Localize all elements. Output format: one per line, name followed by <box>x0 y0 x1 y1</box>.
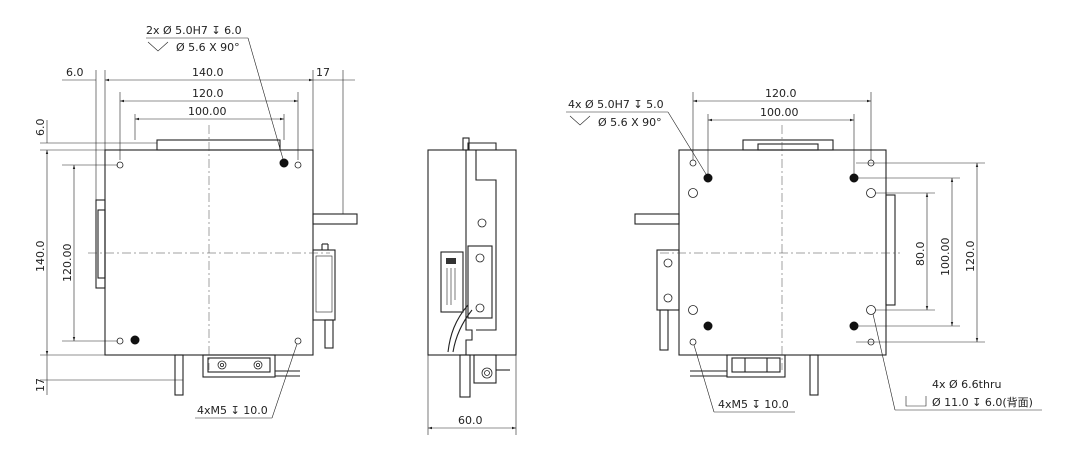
leader-line <box>271 343 298 419</box>
dim-bottom-offset: 17 <box>34 378 47 392</box>
back-left-knob-screw <box>663 293 673 303</box>
side-rail-left <box>465 150 473 355</box>
back-view: 120.0 100.00 80.0 100.00 120.0 4x Ø 5.0H… <box>566 87 1042 413</box>
front-bottom-screw-right-core <box>255 362 260 367</box>
back-top-rail <box>742 139 834 151</box>
side-sensor-block <box>467 245 493 319</box>
front-view: 6.0 140.0 120.0 100.00 17 6.0 140.0 120.… <box>34 24 358 419</box>
side-label-plate <box>440 251 464 313</box>
dim-width-mid: 120.0 <box>192 87 224 100</box>
m5-hole <box>689 159 697 167</box>
front-bottom-screw-left <box>217 360 227 370</box>
dowel-hole <box>279 158 289 168</box>
thru-hole <box>688 305 698 315</box>
dim-depth: 60.0 <box>458 414 483 427</box>
front-bottom-screw-right <box>253 360 263 370</box>
leader-line <box>693 344 715 413</box>
leader-line <box>872 313 896 411</box>
dim-h-120: 120.0 <box>964 241 977 273</box>
back-left-knob-stem <box>659 309 669 351</box>
hole-callout-line2: Ø 5.6 X 90° <box>176 41 240 54</box>
thru-hole <box>866 305 876 315</box>
side-bottom-block <box>473 354 497 384</box>
dim-right-offset: 17 <box>316 66 330 79</box>
front-right-shaft <box>312 213 358 225</box>
thread-callout: 4xM5 ↧ 10.0 <box>197 404 268 417</box>
dim-h-100: 100.00 <box>939 238 952 277</box>
side-label-logo <box>446 258 456 264</box>
dim-width-inner: 100.00 <box>188 105 227 118</box>
side-cable-2 <box>452 309 473 353</box>
front-bottom-slide <box>202 354 276 378</box>
back-bottom-post <box>809 354 819 396</box>
dim-left-offset: 6.0 <box>66 66 84 79</box>
front-left-plate-inner <box>97 209 106 279</box>
back-left-shaft <box>634 213 680 225</box>
side-bottom-knob-core <box>484 370 490 376</box>
countersink-symbol <box>147 41 169 52</box>
front-left-plate <box>95 199 106 289</box>
side-sensor-screw <box>475 303 485 313</box>
side-rail-step <box>475 150 497 331</box>
thru-callout-line2: Ø 11.0 ↧ 6.0(背面) <box>932 395 1033 409</box>
dim-width-inner: 100.00 <box>760 106 799 119</box>
front-top-rail <box>156 139 281 151</box>
dim-top-offset: 6.0 <box>34 119 47 137</box>
leader-line <box>667 111 707 175</box>
leader-line <box>247 37 284 160</box>
hole-callout-line1: 2x Ø 5.0H7 ↧ 6.0 <box>146 24 242 37</box>
thru-callout-line1: 4x Ø 6.6thru <box>932 378 1001 391</box>
front-bottom-post <box>174 354 184 396</box>
hole-callout-line2: Ø 5.6 X 90° <box>598 116 662 129</box>
countersink-symbol <box>569 115 591 126</box>
dim-width-outer: 140.0 <box>192 66 224 79</box>
front-right-knob-stem <box>324 319 334 349</box>
dowel-hole <box>703 173 713 183</box>
thru-hole <box>866 188 876 198</box>
hole-callout-line1: 4x Ø 5.0H7 ↧ 5.0 <box>568 98 664 111</box>
m5-hole <box>689 338 697 346</box>
side-body-outline <box>427 149 517 356</box>
back-top-rail-inner <box>757 143 819 151</box>
side-hole <box>477 218 487 228</box>
m5-hole <box>294 161 302 169</box>
back-left-knob-screw <box>663 258 673 268</box>
dim-height-inner: 120.00 <box>61 244 74 283</box>
side-top-lip <box>467 142 497 150</box>
thru-hole <box>688 188 698 198</box>
side-cable <box>447 304 469 353</box>
front-right-knob-body <box>312 249 336 321</box>
dim-width-outer: 120.0 <box>765 87 797 100</box>
dim-height-outer: 140.0 <box>34 241 47 273</box>
side-bottom-knob <box>481 367 493 379</box>
dowel-hole <box>703 321 713 331</box>
dowel-hole <box>130 335 140 345</box>
front-right-knob-inner <box>315 255 333 313</box>
side-view: 60.0 <box>427 137 517 435</box>
front-bottom-screw-left-core <box>219 362 224 367</box>
dim-h-80: 80.0 <box>914 242 927 267</box>
thread-callout: 4xM5 ↧ 10.0 <box>718 398 789 411</box>
counterbore-symbol <box>905 396 927 407</box>
front-bottom-slide-inner <box>207 357 271 373</box>
side-sensor-screw <box>475 253 485 263</box>
back-bottom-slide <box>726 354 786 378</box>
back-right-plate <box>885 194 896 306</box>
back-bottom-slide-inner <box>731 357 781 373</box>
m5-hole <box>294 337 302 345</box>
side-bottom-post <box>459 354 471 398</box>
